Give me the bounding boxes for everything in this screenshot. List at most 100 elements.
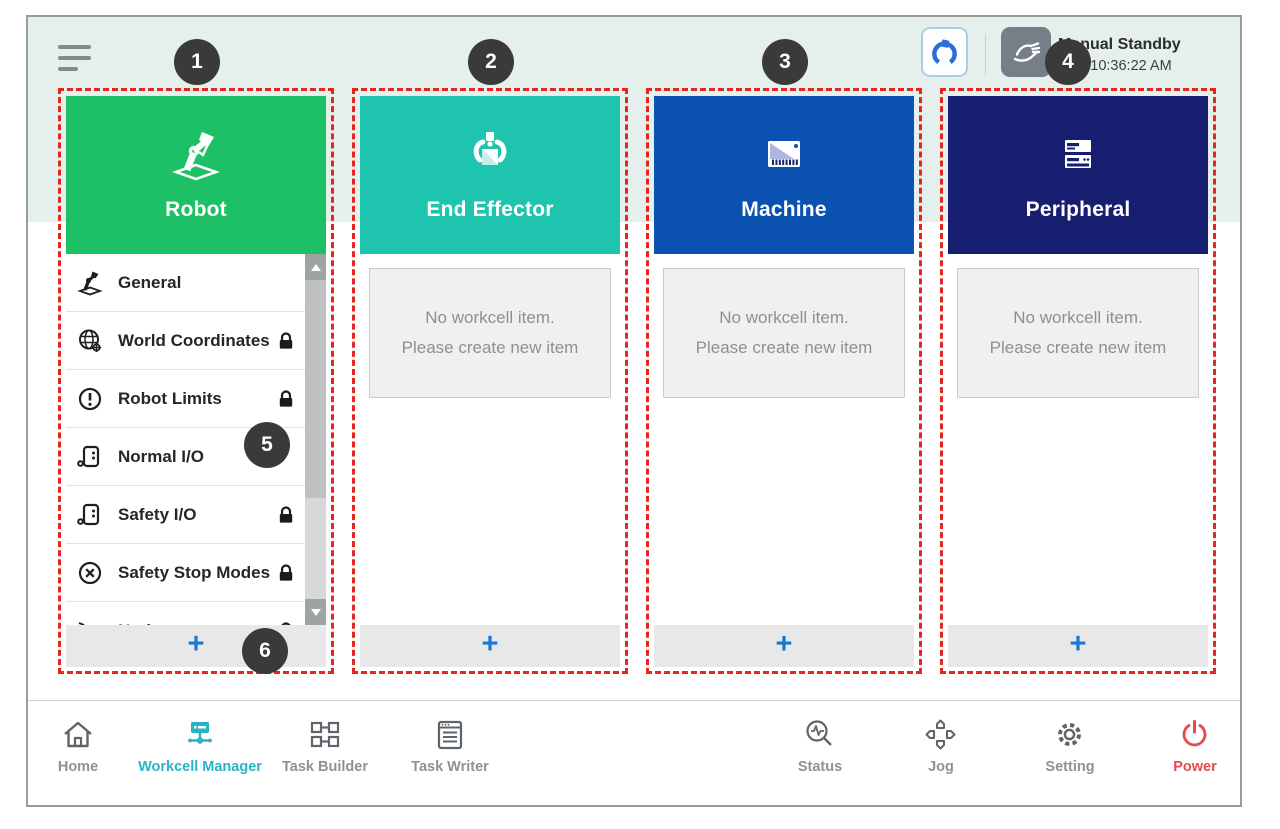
machine-category-header[interactable]: Machine: [654, 96, 914, 254]
empty-state-line1: No workcell item.: [719, 308, 849, 328]
list-item-label: Safety Stop Modes: [118, 562, 271, 582]
nav-label: Power: [1173, 759, 1217, 775]
scrollbar-thumb[interactable]: [305, 280, 326, 498]
empty-state: No workcell item. Please create new item: [369, 268, 611, 398]
add-end-effector-item-button[interactable]: +: [360, 625, 620, 667]
lock-icon: [276, 621, 296, 625]
nudge-hand-icon: [76, 617, 104, 625]
robot-column-title: Robot: [165, 198, 227, 221]
app-screen: Manual Standby 2.22 10:36:22 AM 1 2 3 4 …: [26, 15, 1242, 807]
robot-arm-icon: [76, 269, 104, 297]
callout-1: 1: [174, 39, 220, 85]
list-item-label: Robot Limits: [118, 388, 222, 408]
nav-power[interactable]: Power: [1155, 713, 1235, 775]
scrollbar[interactable]: [305, 254, 326, 625]
status-title: Manual Standby: [1058, 36, 1181, 53]
power-icon: [1155, 713, 1235, 757]
nav-jog[interactable]: Jog: [901, 713, 981, 775]
nav-setting[interactable]: Setting: [1030, 713, 1110, 775]
task-writer-icon: [396, 713, 504, 757]
callout-4: 4: [1045, 39, 1091, 85]
nav-label: Status: [797, 759, 843, 775]
empty-state: No workcell item. Please create new item: [663, 268, 905, 398]
empty-state-line1: No workcell item.: [1013, 308, 1143, 328]
stop-circle-icon: [76, 559, 104, 587]
end-effector-category-header[interactable]: End Effector: [360, 96, 620, 254]
list-item-nudge[interactable]: Nudge: [66, 602, 326, 625]
list-item-robot-limits[interactable]: Robot Limits: [66, 370, 326, 428]
lock-icon: [276, 389, 296, 409]
end-effector-column-title: End Effector: [426, 198, 554, 221]
io-port-icon: [76, 501, 104, 529]
callout-5: 5: [244, 422, 290, 468]
world-coordinates-icon: [76, 327, 104, 355]
manual-hand-icon: [1009, 36, 1043, 68]
nav-label: Task Writer: [411, 759, 489, 775]
peripheral-icon: [1051, 128, 1105, 182]
empty-state-line2: Please create new item: [401, 338, 579, 357]
list-item-world-coordinates[interactable]: World Coordinates: [66, 312, 326, 370]
peripheral-category-header[interactable]: Peripheral: [948, 96, 1208, 254]
plus-icon: +: [1069, 628, 1087, 660]
end-effector-column: End Effector No workcell item. Please cr…: [352, 88, 628, 674]
machine-column: Machine No workcell item. Please create …: [646, 88, 922, 674]
robot-mode-button[interactable]: [921, 27, 968, 77]
list-item-safety-io[interactable]: Safety I/O: [66, 486, 326, 544]
plus-icon: +: [775, 628, 793, 660]
callout-2: 2: [468, 39, 514, 85]
scroll-down-button[interactable]: [305, 599, 326, 625]
add-peripheral-item-button[interactable]: +: [948, 625, 1208, 667]
callout-6: 6: [242, 628, 288, 674]
robot-category-header[interactable]: Robot: [66, 96, 326, 254]
status-icon: [780, 713, 860, 757]
nav-task-builder[interactable]: Task Builder: [270, 713, 380, 775]
triangle-up-icon: [310, 263, 321, 271]
lock-icon: [276, 563, 296, 583]
triangle-down-icon: [310, 608, 321, 616]
nav-task-writer[interactable]: Task Writer: [396, 713, 504, 775]
scroll-up-button[interactable]: [305, 254, 326, 280]
empty-state-line2: Please create new item: [989, 338, 1167, 357]
task-builder-icon: [270, 713, 380, 757]
io-port-icon: [76, 443, 104, 471]
robot-joint-icon: [929, 37, 960, 68]
manual-mode-button[interactable]: [1001, 27, 1051, 77]
nav-label: Workcell Manager: [138, 759, 262, 775]
empty-state-line2: Please create new item: [695, 338, 873, 357]
robot-column: Robot General: [58, 88, 334, 674]
lock-icon: [276, 505, 296, 525]
plus-icon: +: [187, 628, 205, 660]
list-item-general[interactable]: General: [66, 254, 326, 312]
nav-status[interactable]: Status: [780, 713, 860, 775]
alert-circle-icon: [76, 385, 104, 413]
nav-label: Home: [57, 759, 99, 775]
topbar-divider: [985, 35, 986, 75]
gripper-icon: [463, 128, 517, 182]
machine-icon: [757, 128, 811, 182]
setting-icon: [1030, 713, 1110, 757]
add-machine-item-button[interactable]: +: [654, 625, 914, 667]
list-item-label: Normal I/O: [118, 446, 204, 466]
nav-label: Task Builder: [282, 759, 368, 775]
robot-arm-icon: [169, 128, 223, 182]
callout-3: 3: [762, 39, 808, 85]
nav-home[interactable]: Home: [38, 713, 118, 775]
lock-icon: [276, 331, 296, 351]
plus-icon: +: [481, 628, 499, 660]
list-item-label: World Coordinates: [118, 330, 270, 350]
nav-label: Setting: [1045, 759, 1095, 775]
list-item-label: Nudge: [118, 621, 171, 626]
hamburger-menu-icon[interactable]: [58, 43, 94, 71]
peripheral-column-title: Peripheral: [1025, 198, 1131, 221]
empty-state-line1: No workcell item.: [425, 308, 555, 328]
peripheral-column: Peripheral No workcell item. Please crea…: [940, 88, 1216, 674]
list-item-label: General: [118, 272, 182, 292]
jog-icon: [901, 713, 981, 757]
machine-column-title: Machine: [741, 198, 827, 221]
home-icon: [38, 713, 118, 757]
nav-label: Jog: [928, 759, 954, 775]
list-item-safety-stop-modes[interactable]: Safety Stop Modes: [66, 544, 326, 602]
workcell-manager-icon: [128, 713, 272, 757]
nav-workcell-manager[interactable]: Workcell Manager: [128, 713, 272, 775]
list-item-label: Safety I/O: [118, 504, 197, 524]
